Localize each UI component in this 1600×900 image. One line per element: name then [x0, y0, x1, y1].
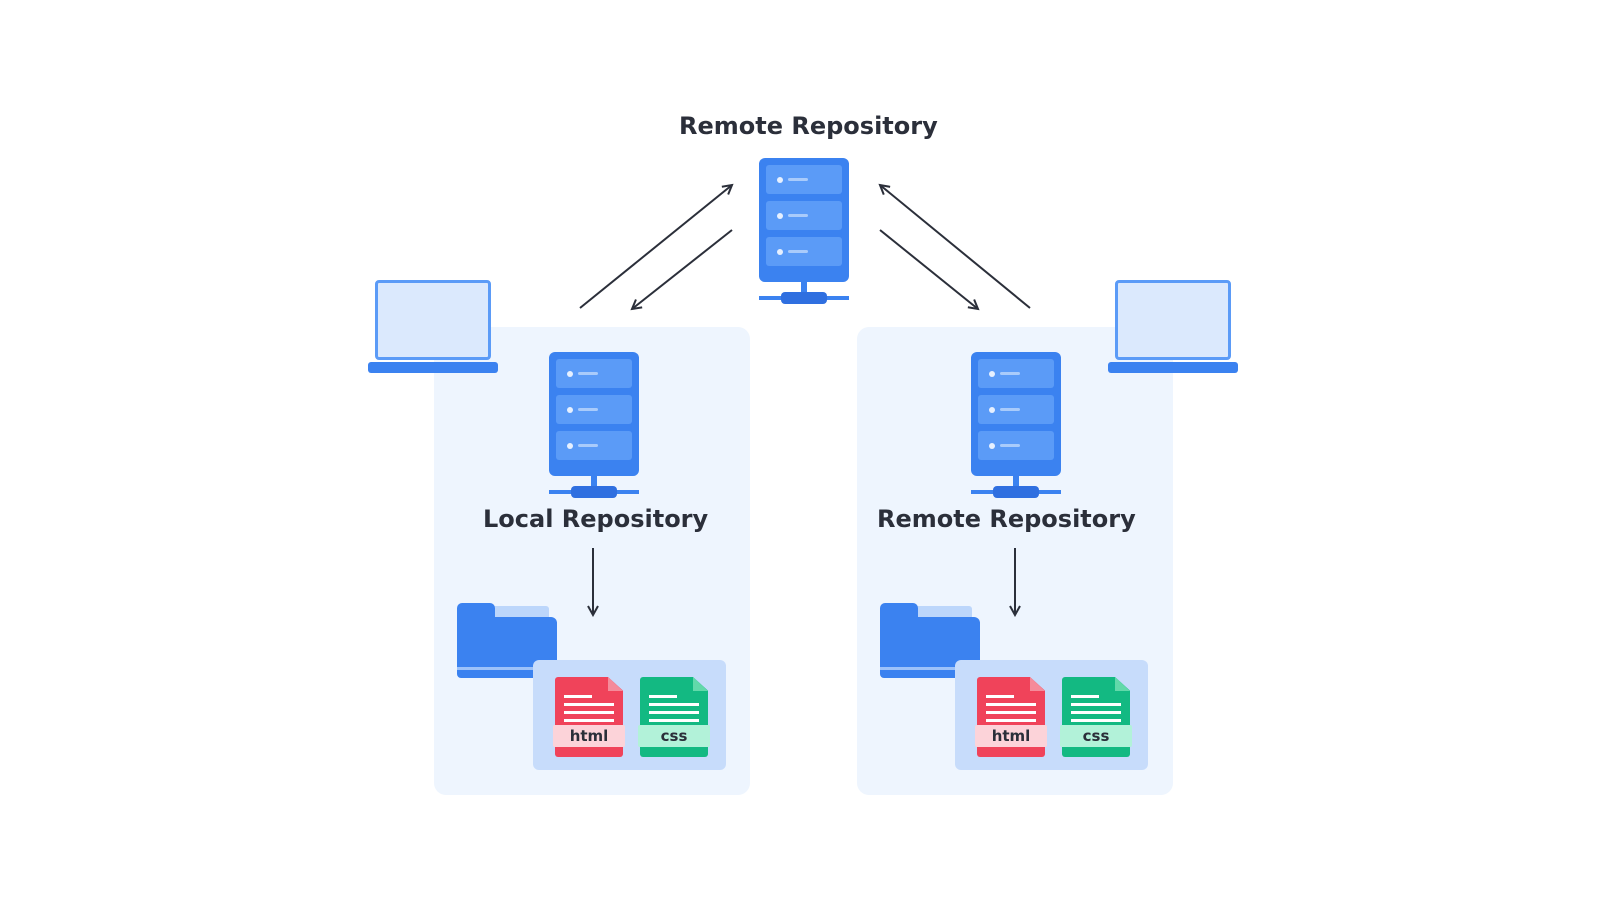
remote-repository-label: Remote Repository [877, 505, 1136, 533]
pull-arrow-right [879, 229, 978, 309]
remote-files-tray: html css [955, 660, 1148, 770]
html-file-icon: html [553, 677, 625, 757]
html-file-label: html [975, 725, 1047, 747]
pull-arrow-left [632, 229, 733, 309]
css-file-label: css [1060, 725, 1132, 747]
local-laptop-icon [368, 280, 498, 373]
css-file-label: css [638, 725, 710, 747]
remote-laptop-icon [1108, 280, 1238, 373]
local-repository-label: Local Repository [483, 505, 709, 533]
html-file-icon: html [975, 677, 1047, 757]
css-file-icon: css [1060, 677, 1132, 757]
push-arrow-left [579, 185, 732, 309]
local-files-tray: html css [533, 660, 726, 770]
html-file-label: html [553, 725, 625, 747]
css-file-icon: css [638, 677, 710, 757]
push-arrow-right [880, 185, 1031, 309]
top-remote-label: Remote Repository [679, 112, 938, 140]
